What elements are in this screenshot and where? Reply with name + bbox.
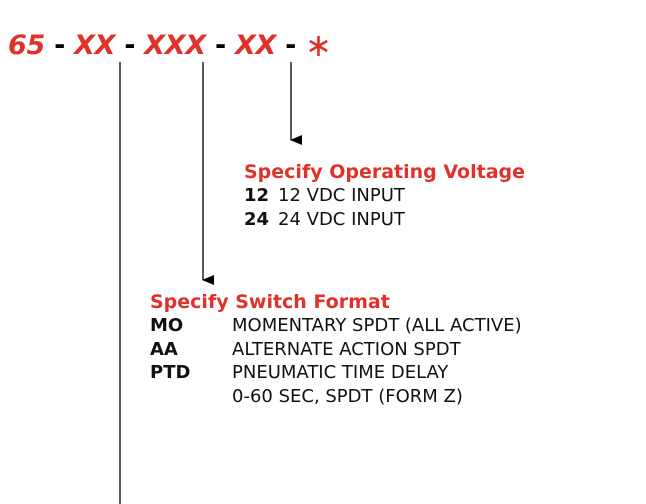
option-code: PTD [150, 362, 191, 383]
switch-option-mo: MO MOMENTARY SPDT (ALL ACTIVE) [150, 314, 522, 338]
field-4-placeholder: ∗ [305, 26, 332, 64]
option-code: 24 [244, 208, 270, 230]
voltage-option-24: 24 24 VDC INPUT [244, 208, 525, 232]
option-description-continued: 0-60 SEC, SPDT (FORM Z) [232, 385, 463, 407]
part-prefix: 65 [8, 30, 45, 61]
option-description: MOMENTARY SPDT (ALL ACTIVE) [232, 315, 522, 336]
field-2-placeholder: XXX [144, 30, 206, 61]
voltage-option-12: 12 12 VDC INPUT [244, 184, 525, 208]
separator: - [54, 30, 65, 61]
voltage-title: Specify Operating Voltage [244, 161, 526, 183]
separator: - [124, 30, 136, 61]
separator: - [214, 30, 226, 61]
separator: - [285, 30, 297, 61]
voltage-options: Specify Operating Voltage 12 12 VDC INPU… [244, 160, 525, 231]
option-description: 24 VDC INPUT [278, 208, 405, 230]
part-number-template: 65 - XX - XXX - XX - ∗ [8, 24, 332, 64]
option-code: 12 [244, 185, 270, 206]
option-code: AA [150, 338, 178, 360]
switch-option-aa: AA ALTERNATE ACTION SPDT [150, 338, 522, 362]
switch-option-ptd: PTD PNEUMATIC TIME DELAY [150, 361, 522, 385]
option-description: 12 VDC INPUT [278, 185, 405, 206]
switch-option-ptd-continued: 0-60 SEC, SPDT (FORM Z) [150, 385, 522, 409]
switch-format-options: Specify Switch Format MO MOMENTARY SPDT … [150, 290, 522, 408]
switch-format-title: Specify Switch Format [150, 291, 390, 313]
option-code: MO [150, 315, 184, 336]
field-1-placeholder: XX [74, 30, 116, 61]
option-description: ALTERNATE ACTION SPDT [232, 338, 461, 360]
option-description: PNEUMATIC TIME DELAY [232, 362, 449, 383]
field-3-placeholder: XX [234, 30, 277, 61]
